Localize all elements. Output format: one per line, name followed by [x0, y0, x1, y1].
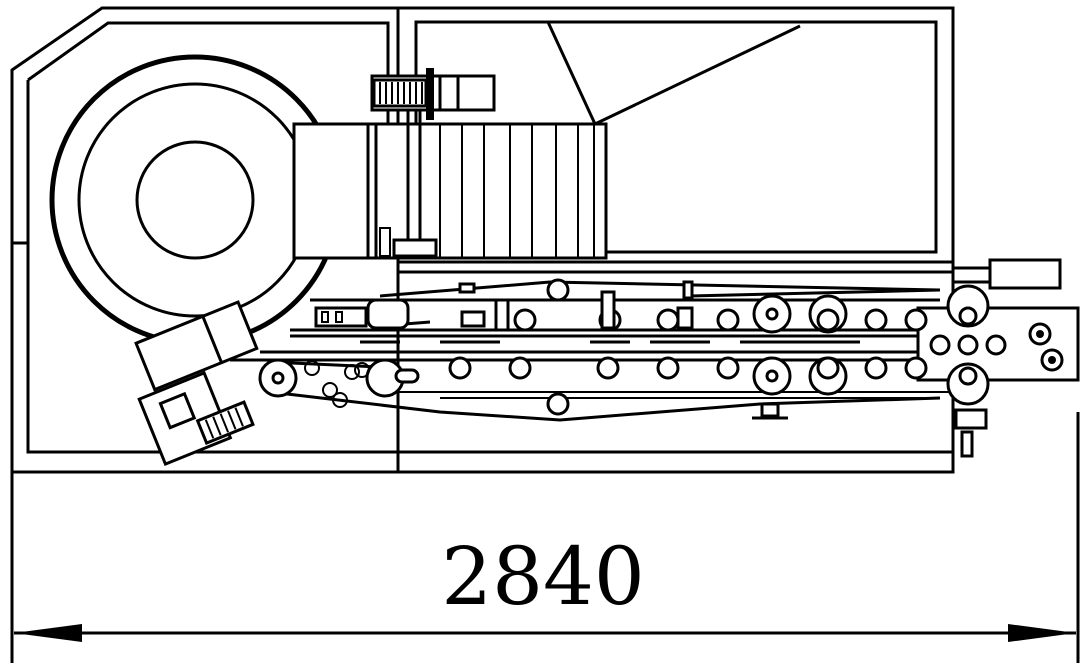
arrowhead-right [1008, 624, 1076, 642]
right-end-rollers [929, 322, 1064, 372]
dimension-annotation: 2840 [10, 412, 1080, 663]
side-motor [134, 300, 259, 467]
upper-cabinet [414, 20, 938, 254]
arrowhead-left [14, 624, 82, 642]
dimension-value: 2840 [441, 530, 645, 623]
top-motor [370, 68, 496, 120]
roller-row-upper [513, 278, 990, 334]
track-brackets [314, 280, 988, 458]
hopper-chute [292, 80, 608, 260]
roller-row-lower [258, 356, 990, 416]
